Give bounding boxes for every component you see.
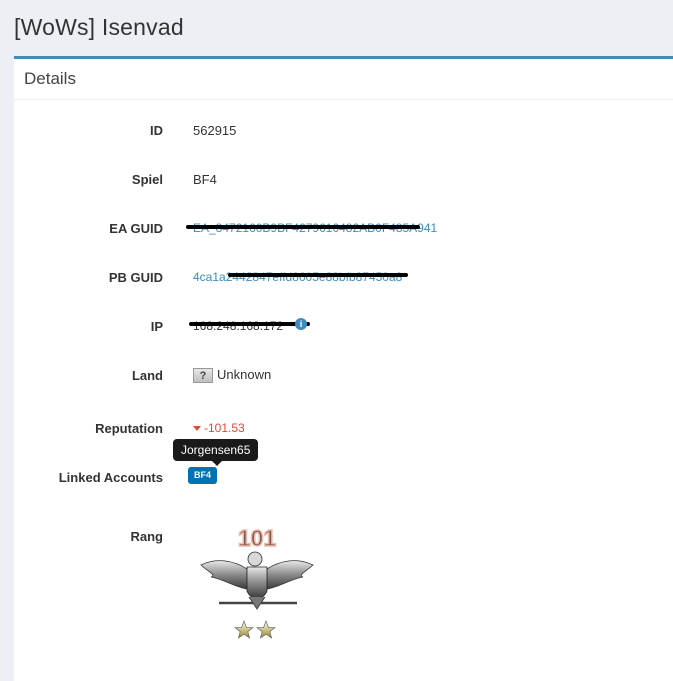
spiel-value: BF4	[193, 172, 217, 187]
redaction-mark	[189, 322, 310, 326]
id-label: ID	[150, 123, 163, 138]
land-label: Land	[131, 368, 163, 383]
caret-down-icon	[193, 426, 201, 432]
redaction-mark	[186, 225, 420, 229]
rank-eagle-insignia-icon: 101	[200, 524, 314, 639]
pb-guid-label: PB GUID	[108, 270, 163, 285]
land-text: Unknown	[217, 367, 272, 382]
reputation-number: -101.53	[204, 421, 245, 435]
id-value: 562915	[193, 123, 237, 138]
rang-label: Rang	[130, 529, 164, 544]
panel-title: Details	[24, 69, 76, 88]
details-panel: Details ID 562915 Spiel BF4 EA GUID EA_8…	[14, 56, 673, 681]
land-value: ? Unknown	[193, 367, 272, 384]
unknown-flag-icon: ?	[193, 368, 213, 384]
linked-accounts-label: Linked Accounts	[58, 470, 163, 485]
ip-label: IP	[150, 319, 163, 334]
reputation-label: Reputation	[95, 421, 163, 436]
reputation-value: -101.53	[193, 421, 245, 435]
linked-account-badge[interactable]: BF4	[188, 467, 218, 484]
rank-number: 101	[238, 525, 277, 551]
page-title: [WoWs] Isenvad	[14, 14, 184, 40]
redaction-mark	[228, 273, 408, 277]
linked-account-tooltip: Jorgensen65	[173, 439, 259, 461]
panel-divider	[14, 99, 673, 100]
spiel-label: Spiel	[131, 172, 163, 187]
tooltip-arrow	[212, 461, 222, 466]
ea-guid-label: EA GUID	[109, 221, 163, 236]
info-circle-icon[interactable]: i	[295, 318, 307, 330]
